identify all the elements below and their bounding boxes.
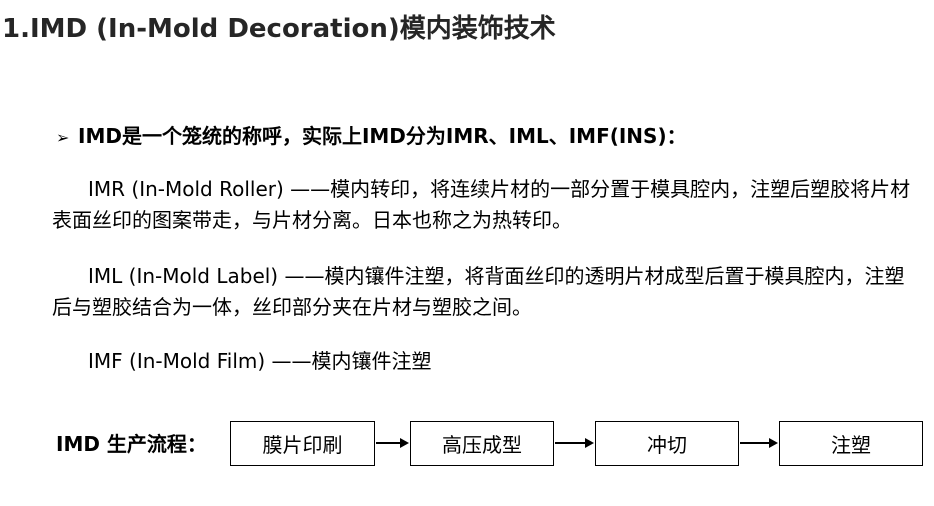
paragraph-imr: IMR (In-Mold Roller) ——模内转印，将连续片材的一部分置于模…	[52, 174, 922, 236]
flow-arrow-icon	[376, 438, 409, 448]
arrow-bullet-icon: ➢	[56, 128, 70, 147]
bullet-item: ➢ IMD是一个笼统的称呼，实际上IMD分为IMR、IML、IMF(INS)：	[56, 120, 687, 149]
bullet-text: IMD是一个笼统的称呼，实际上IMD分为IMR、IML、IMF(INS)：	[78, 124, 687, 148]
paragraph-imf-text: IMF (In-Mold Film) ——模内镶件注塑	[88, 349, 432, 373]
page-title: 1.IMD (In-Mold Decoration)模内装饰技术	[2, 14, 556, 44]
paragraph-iml-text: IML (In-Mold Label) ——模内镶件注塑，将背面丝印的透明片材成…	[52, 264, 905, 319]
flow-step-punching: 冲切	[595, 421, 739, 466]
flow-step-high-pressure-forming: 高压成型	[410, 421, 554, 466]
paragraph-imr-text: IMR (In-Mold Roller) ——模内转印，将连续片材的一部分置于模…	[52, 177, 911, 232]
paragraph-iml: IML (In-Mold Label) ——模内镶件注塑，将背面丝印的透明片材成…	[52, 261, 922, 323]
flow-arrow-icon	[740, 438, 778, 448]
flow-label: IMD 生产流程：	[56, 432, 207, 456]
flow-arrow-icon	[555, 438, 594, 448]
paragraph-imf: IMF (In-Mold Film) ——模内镶件注塑	[52, 346, 922, 377]
flow-step-injection-molding: 注塑	[779, 421, 923, 466]
flow-step-film-printing: 膜片印刷	[230, 421, 375, 466]
